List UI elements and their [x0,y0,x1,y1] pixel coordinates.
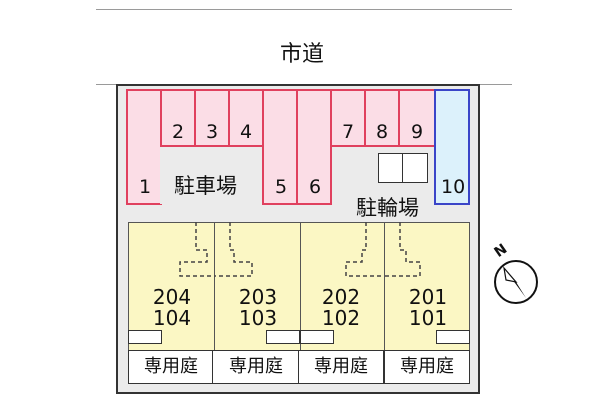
stair-outline-204 [179,222,214,277]
stall-number: 9 [411,121,424,143]
stall-number: 6 [309,176,322,198]
bicycle-parking-label: 駐輪場 [356,196,419,220]
bicycle-parking-divider [402,153,403,183]
stall-number: 7 [342,121,355,143]
stall-number: 5 [275,176,288,198]
stall-number: 10 [441,176,466,198]
stair-outline-203 [214,222,253,277]
stair-outline-202 [345,222,384,277]
compass-north-icon [490,248,542,308]
parking-stall-1: 1 [126,89,162,205]
road-label: 市道 [280,42,325,67]
stall-1-notch [160,146,166,204]
room-lower: 104 [152,306,192,330]
room-upper: 202 [321,285,361,309]
parking-stall-5: 5 [262,89,298,205]
parking-stall-6: 6 [296,89,332,205]
stall-number: 2 [172,121,185,143]
private-garden-102: 専用庭 [298,350,384,384]
room-upper: 201 [408,285,448,309]
bicycle-parking-box [378,153,428,183]
room-upper: 204 [152,285,192,309]
road-edge-top [96,9,512,10]
parking-stall-7: 7 [330,89,366,147]
stall-number: 8 [376,121,389,143]
stall-number: 1 [139,176,152,198]
stair-outline-201 [384,222,421,277]
private-garden-101: 専用庭 [384,350,470,384]
room-number-204: 204 104 [137,287,207,329]
room-number-202: 202 102 [306,287,376,329]
parking-stall-2: 2 [160,89,196,147]
stall-number: 4 [240,121,253,143]
private-garden-104: 専用庭 [128,350,214,384]
unit-202-102 [300,222,386,354]
parking-stall-4: 4 [228,89,264,147]
private-garden-103: 専用庭 [212,350,300,384]
entrance-door-201 [436,330,470,344]
parking-label: 駐車場 [174,174,237,198]
room-lower: 101 [408,306,448,330]
entrance-door-202 [300,330,334,344]
parking-stall-3: 3 [194,89,230,147]
stall-number: 3 [206,121,219,143]
room-lower: 102 [321,306,361,330]
entrance-door-203 [266,330,300,344]
room-number-201: 201 101 [393,287,463,329]
room-number-203: 203 103 [223,287,293,329]
entrance-door-204 [128,330,162,344]
room-lower: 103 [238,306,278,330]
room-upper: 203 [238,285,278,309]
parking-stall-10: 10 [434,89,470,205]
